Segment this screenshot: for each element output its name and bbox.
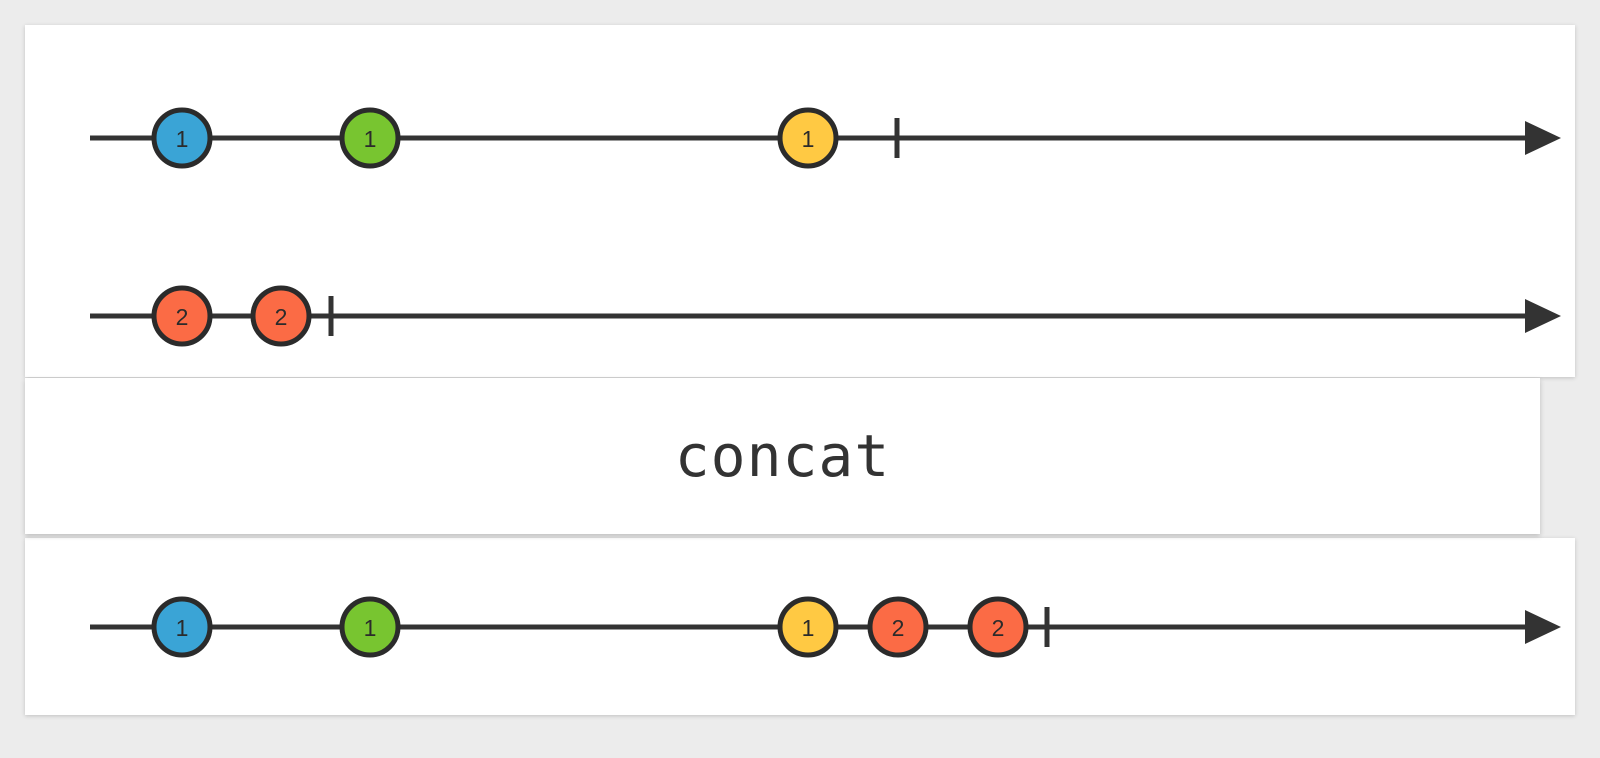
input-stream-1-svg: 1 1 1 (90, 107, 1561, 169)
marble[interactable]: 2 (151, 285, 213, 347)
marble-value: 2 (275, 304, 288, 330)
marble[interactable]: 1 (777, 107, 839, 169)
marble-circle (250, 285, 312, 347)
marble-circle (777, 107, 839, 169)
marble-value: 2 (992, 615, 1005, 641)
output-stream-graphics: 1 1 1 2 2 (90, 596, 1561, 658)
timeline-arrowhead-icon (1525, 121, 1561, 155)
operator-panel: concat (25, 378, 1540, 534)
marble-circle (867, 596, 929, 658)
marble-circle (339, 596, 401, 658)
marble-circle (151, 107, 213, 169)
output-stream-panel: 1 1 1 2 2 (25, 538, 1575, 715)
marble[interactable]: 2 (867, 596, 929, 658)
marble-value: 1 (364, 615, 377, 641)
output-stream: 1 1 1 2 2 (25, 567, 1600, 687)
marble[interactable]: 1 (777, 596, 839, 658)
marble-circle (151, 285, 213, 347)
marble[interactable]: 1 (151, 107, 213, 169)
marble-value: 1 (802, 615, 815, 641)
marble[interactable]: 1 (339, 596, 401, 658)
marble[interactable]: 1 (151, 596, 213, 658)
marble-value: 2 (176, 304, 189, 330)
marble-value: 1 (802, 126, 815, 152)
marble-circle (151, 596, 213, 658)
timeline-arrowhead-icon (1525, 610, 1561, 644)
output-stream-svg: 1 1 1 2 2 (90, 596, 1561, 658)
marble-circle (777, 596, 839, 658)
marble[interactable]: 2 (250, 285, 312, 347)
timeline-arrowhead-icon (1525, 299, 1561, 333)
marble-value: 1 (176, 126, 189, 152)
marble-circle (339, 107, 401, 169)
stream-1-graphics: 1 1 1 (90, 107, 1561, 169)
marble-value: 1 (176, 615, 189, 641)
operator-label: concat (674, 422, 891, 490)
input-stream-1: 1 1 1 (25, 78, 1600, 198)
marble[interactable]: 2 (967, 596, 1029, 658)
marble-value: 1 (364, 126, 377, 152)
marble-circle (967, 596, 1029, 658)
marble-value: 2 (892, 615, 905, 641)
marble[interactable]: 1 (339, 107, 401, 169)
